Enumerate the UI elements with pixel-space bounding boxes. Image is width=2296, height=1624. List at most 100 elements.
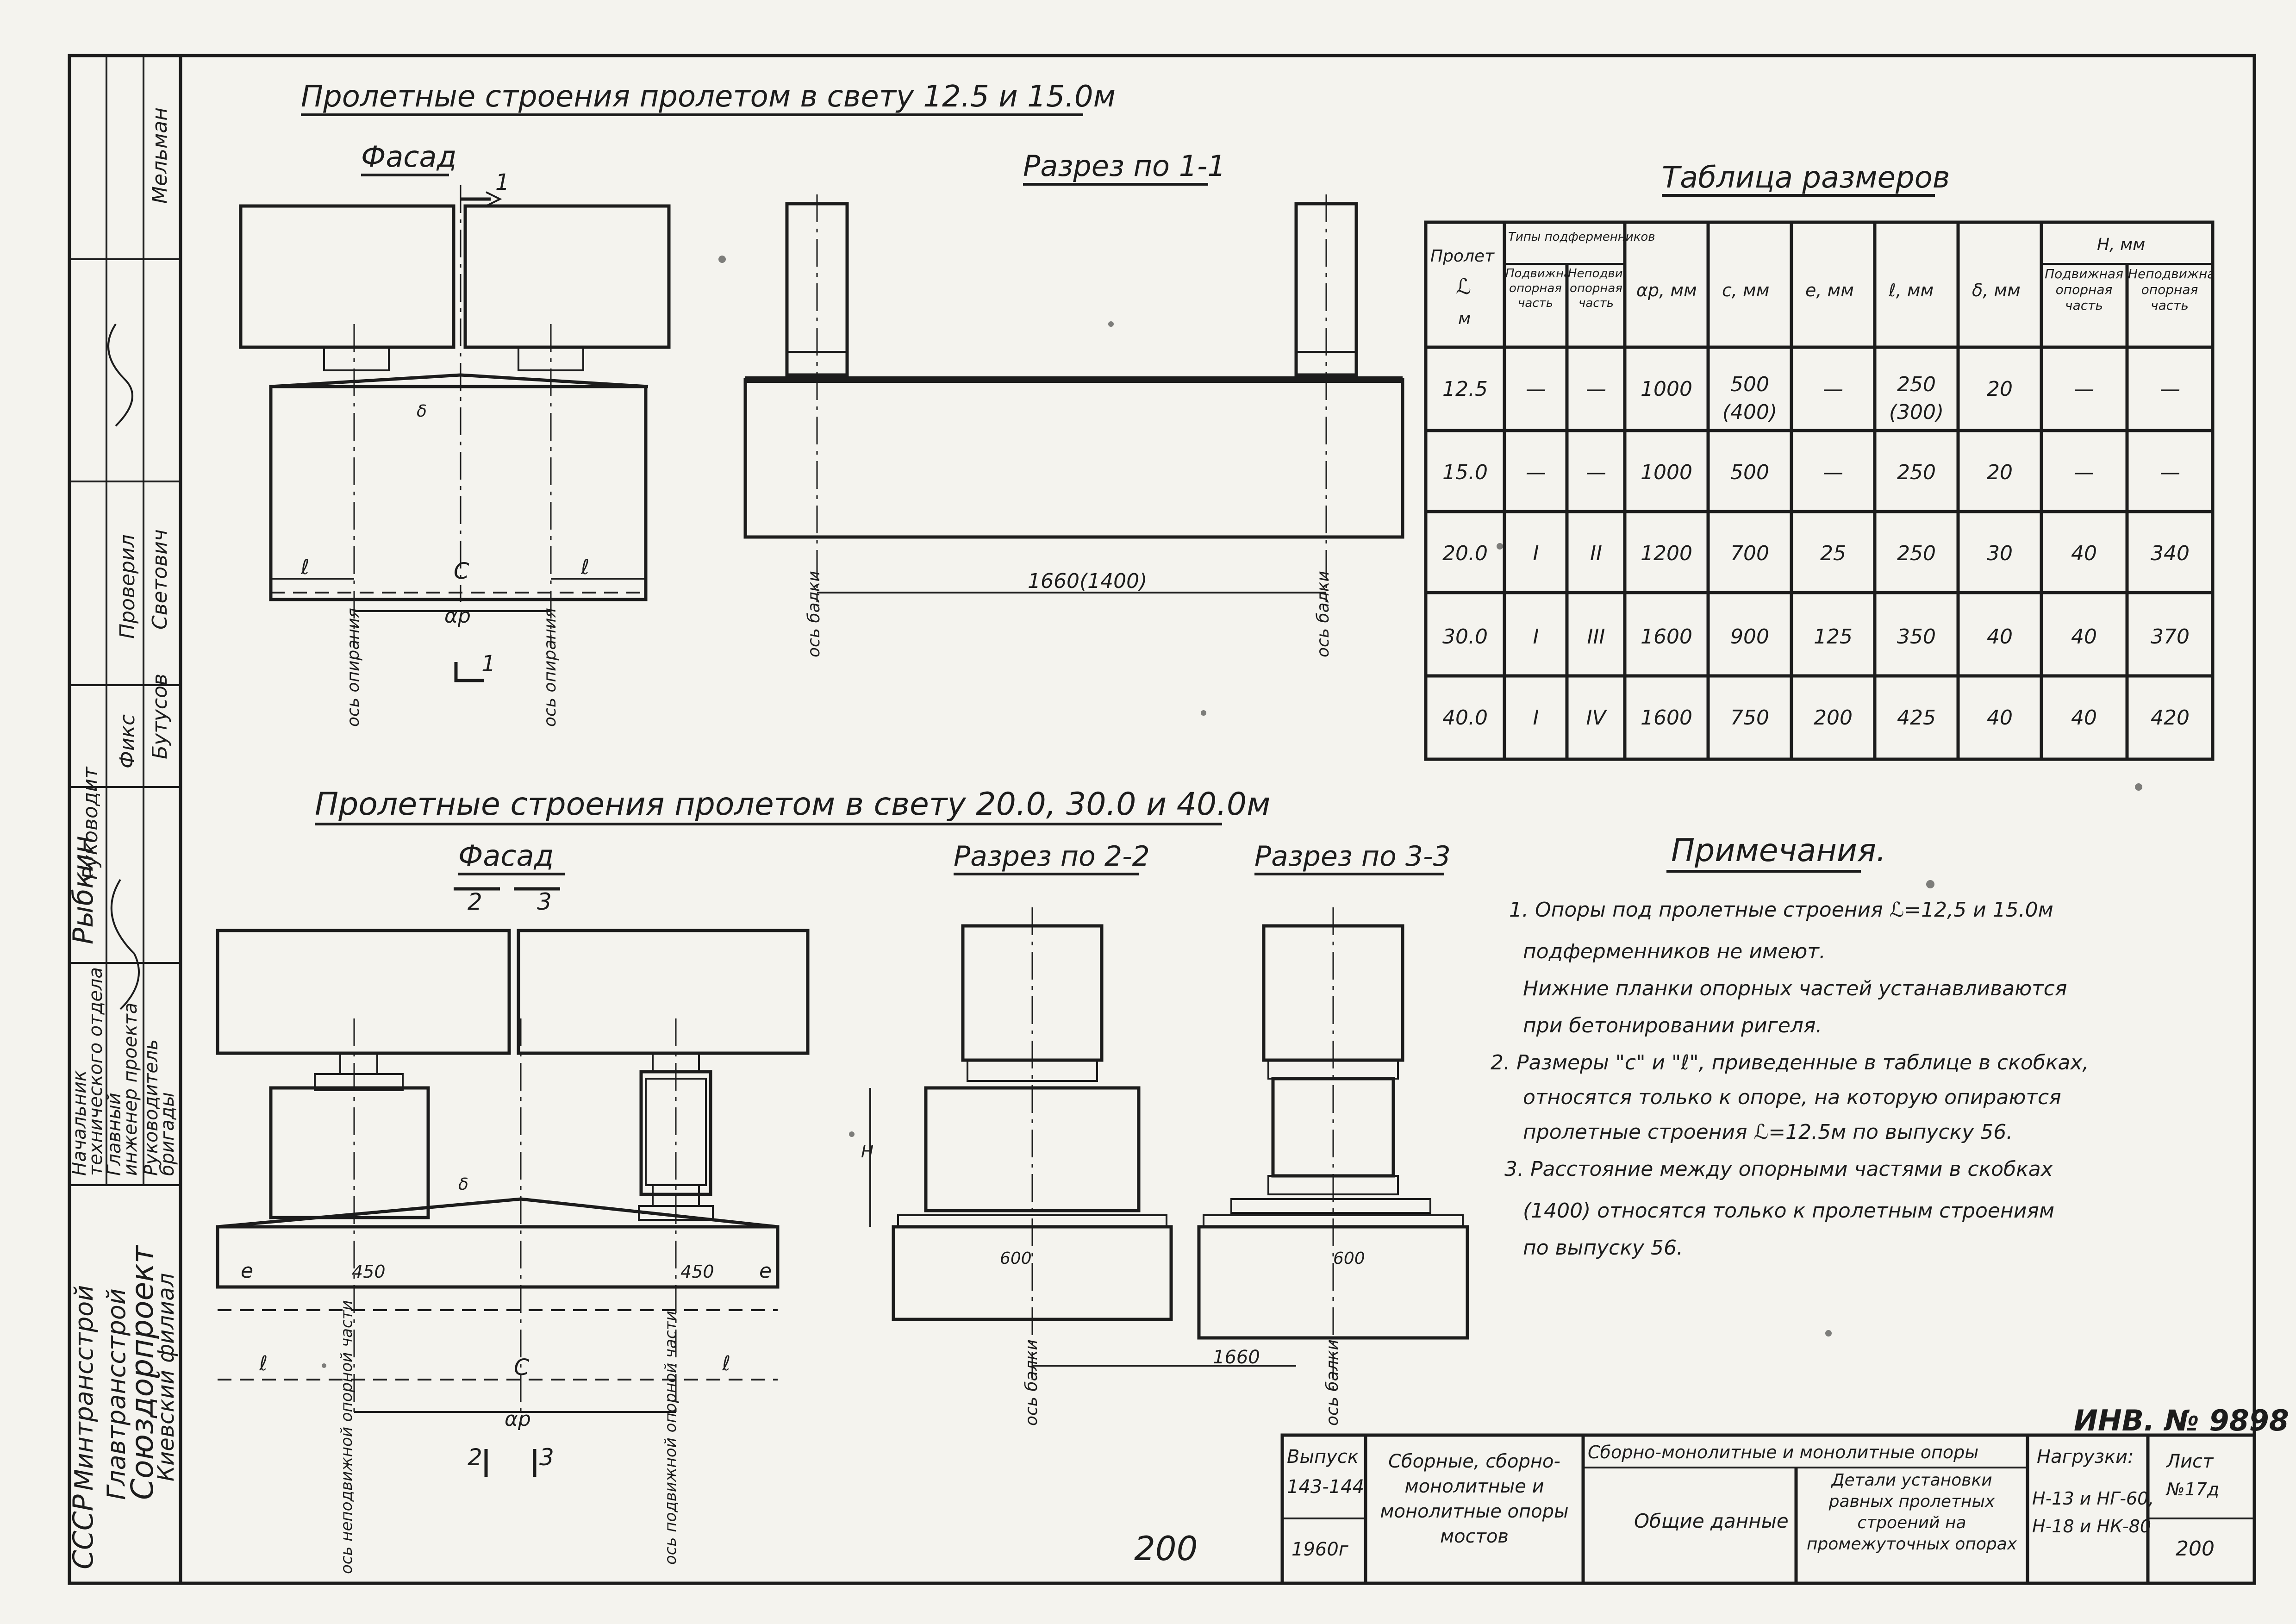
- table-row-l2: (300): [1889, 400, 1944, 424]
- table-row-fixed: IV: [1586, 706, 1607, 730]
- cut-1-top: 1: [495, 169, 510, 195]
- table-row-movable: —: [1526, 461, 1546, 484]
- org-line-5: Киевский филиал: [153, 1273, 179, 1481]
- table-row-h-movable: 40: [2071, 625, 2097, 649]
- role-line-6: бригады: [157, 1092, 178, 1176]
- tb-sheet-title: Детали установки равных пролетных строен…: [1806, 1471, 2017, 1554]
- sheet-frame: [68, 54, 2256, 1585]
- table-row-ap: 1600: [1641, 625, 1692, 649]
- facade-2-450-left: 450: [352, 1262, 386, 1282]
- table-row-e: —: [1823, 377, 1843, 401]
- note-line: по выпуску 56.: [1523, 1236, 1683, 1260]
- section-3-3-label: Разрез по 3-3: [1254, 840, 1451, 873]
- table-row-fixed: —: [1586, 461, 1606, 484]
- th-h: Н, мм: [2097, 235, 2145, 254]
- signature-mark: [107, 323, 140, 1010]
- note-line: пролетные строения ℒ=12.5м по выпуску 56…: [1523, 1120, 2013, 1144]
- th-sub-movable: Подвижная опорная часть: [1505, 267, 1566, 310]
- cut-3-top: 3: [537, 888, 552, 915]
- th-span: Пролет: [1430, 247, 1495, 266]
- role-line-3: Главный: [104, 1093, 125, 1176]
- table-body: 12.5 — — 1000 500 (400) — 250 (300) 20 —…: [1442, 373, 2190, 730]
- table-row-l: 250: [1897, 542, 1936, 565]
- role-line-5: Руководитель: [141, 1039, 162, 1176]
- org-line-3: Главтрансстрой: [102, 1288, 131, 1500]
- note-line: 2. Размеры "с" и "ℓ", приведенные в табл…: [1491, 1051, 2089, 1074]
- th-sub-movable-box: Подвижная опорная часть: [1505, 267, 1566, 310]
- role-line-2: технического отдела: [85, 967, 106, 1176]
- th-span-unit: м: [1458, 309, 1471, 328]
- table-row-delta: 20: [1987, 461, 2013, 484]
- th-sub-fixed: Неподвижная опорная часть: [1568, 267, 1624, 310]
- table-row-delta: 40: [1987, 706, 2013, 730]
- size-table: [1424, 220, 2215, 761]
- note-line: подферменников не имеют.: [1523, 940, 1826, 963]
- inventory-number: ИНВ. № 9898: [2074, 1404, 2289, 1437]
- th-ap: αр, мм: [1636, 280, 1697, 300]
- facade-2-c: С: [514, 1355, 530, 1380]
- name-melman: Мельман: [148, 107, 172, 204]
- table-row-c: 700: [1730, 542, 1769, 565]
- table-row-span: 20.0: [1442, 542, 1488, 565]
- note-line: (1400) относятся только к пролетным стро…: [1523, 1199, 2054, 1223]
- table-row-delta: 30: [1987, 542, 2013, 565]
- tb-page: 200: [2176, 1537, 2215, 1561]
- table-row-c: 500: [1730, 373, 1769, 396]
- role-checked: Проверил: [116, 534, 139, 639]
- tb-loads-2: Н-18 и НК-80: [2032, 1516, 2151, 1537]
- section-2-2-axis: ось балки: [1022, 1339, 1041, 1426]
- facade-1-drawing: Фасад: [239, 140, 671, 682]
- org-line-1: СССР: [67, 1494, 100, 1569]
- section-2-2-600: 600: [1000, 1249, 1032, 1268]
- section-3-3-600: 600: [1333, 1249, 1365, 1268]
- table-row-movable: —: [1526, 377, 1546, 401]
- table-row-h-movable: 40: [2071, 542, 2097, 565]
- facade-2-e-right: e: [759, 1259, 772, 1283]
- cut-2-top: 2: [468, 888, 482, 915]
- facade-1-l-left: ℓ: [300, 556, 309, 579]
- page-title: Пролетные строения пролетом в свету 12.5…: [301, 80, 1116, 114]
- table-row-delta: 40: [1987, 625, 2013, 649]
- role-fiks: Фикс: [116, 714, 139, 768]
- facade-2-ap: αр: [505, 1407, 531, 1431]
- section-2-2-H: Н: [861, 1143, 873, 1162]
- facade-2-l-left: ℓ: [259, 1352, 268, 1375]
- tb-issue-label: Выпуск: [1287, 1446, 1359, 1468]
- facade-2-delta: δ: [458, 1175, 468, 1194]
- table-row-movable: I: [1533, 542, 1539, 565]
- section-1-1-axis-right: ось балки: [1314, 571, 1333, 657]
- facade-1-axis-left: ось опирания: [344, 608, 363, 727]
- title-block: [1280, 1433, 2256, 1585]
- section-1-1-dim: 1660(1400): [1028, 569, 1147, 593]
- th-span-symbol: ℒ: [1456, 274, 1471, 299]
- section-2-title: Пролетные строения пролетом в свету 20.0…: [315, 786, 1270, 823]
- table-row-h-movable: —: [2074, 377, 2094, 401]
- th-l: ℓ, мм: [1888, 280, 1934, 300]
- facade-1-delta: δ: [417, 402, 427, 421]
- th-delta: δ, мм: [1972, 280, 2021, 300]
- th-h-movable: Подвижная опорная часть: [2045, 266, 2123, 313]
- table-title: Таблица размеров: [1662, 161, 1950, 195]
- note-line: при бетонировании ригеля.: [1523, 1014, 1822, 1037]
- facade-2-label: Фасад: [458, 839, 554, 873]
- facade-2-axis-fixed: ось неподвижной опорной части: [337, 1300, 356, 1574]
- th-e: е, мм: [1805, 280, 1854, 300]
- org-line-2: Минтрансстрой: [69, 1285, 99, 1491]
- table-row-l: 425: [1897, 706, 1936, 730]
- section-1-1-axis-left: ось балки: [805, 571, 824, 657]
- table-row-ap: 1000: [1641, 461, 1692, 484]
- table-row-c: 900: [1730, 625, 1769, 649]
- tb-sheet-label: Лист: [2165, 1451, 2214, 1472]
- handwritten-page-number: 200: [1134, 1529, 1198, 1568]
- table-row-e: 200: [1814, 706, 1853, 730]
- table-row-h-fixed: 420: [2151, 706, 2190, 730]
- note-line: 3. Расстояние между опорными частями в с…: [1504, 1157, 2053, 1181]
- table-row-e: —: [1823, 461, 1843, 484]
- section-3-3-axis: ось балки: [1323, 1339, 1342, 1426]
- role-line-1: Начальник: [69, 1070, 90, 1176]
- org-line-4: Союздорпроект: [125, 1244, 160, 1500]
- table-row-span: 12.5: [1442, 377, 1488, 401]
- tb-sheet-number: №17д: [2165, 1479, 2219, 1499]
- section-3-3-1660: 1660: [1213, 1347, 1260, 1368]
- table-row-span: 30.0: [1442, 625, 1488, 649]
